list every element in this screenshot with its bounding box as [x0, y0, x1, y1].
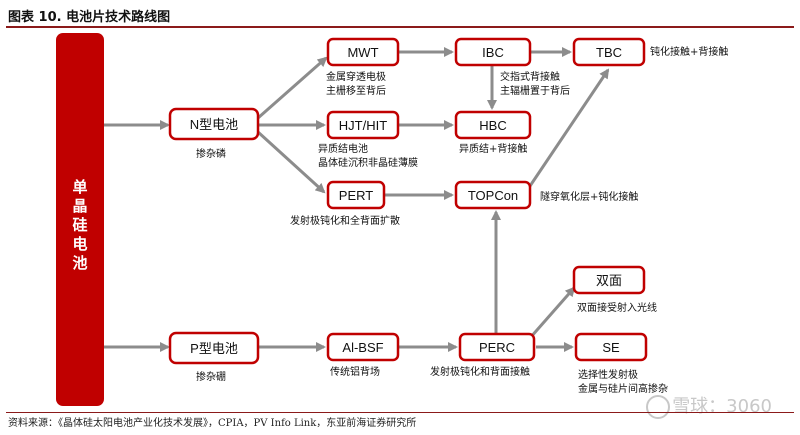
snowball-logo-icon	[646, 395, 671, 419]
caption-se-2: 金属与硅片间高掺杂	[578, 382, 668, 395]
main-label-char: 硅	[72, 216, 87, 234]
footer-rule	[6, 412, 794, 413]
caption-ibc-1: 交指式背接触	[500, 70, 560, 83]
mono-silicon-cell-bar: 单 晶 硅 电 池	[56, 33, 104, 406]
node-se-label: SE	[602, 340, 620, 355]
connector-arrows	[104, 47, 610, 352]
node-hbc-label: HBC	[479, 118, 506, 133]
node-ptype-label: P型电池	[190, 341, 238, 356]
node-albsf-box	[326, 332, 400, 362]
caption-mwt-2: 主栅移至背后	[326, 84, 386, 97]
caption-ntype: 掺杂磷	[196, 147, 226, 160]
main-label-char: 晶	[72, 197, 87, 215]
node-albsf-label: Al-BSF	[342, 340, 383, 355]
node-mwt-label: MWT	[347, 45, 378, 60]
node-bifacial-label: 双面	[596, 273, 622, 288]
node-ibc-label: IBC	[482, 45, 504, 60]
node-perc-label: PERC	[479, 340, 515, 355]
node-hjt-label: HJT/HIT	[339, 118, 387, 133]
arrow-ntype-to-pert	[256, 130, 326, 194]
node-topcon-label: TOPCon	[468, 188, 518, 203]
caption-hjt-2: 晶体硅沉积非晶硅薄膜	[318, 156, 418, 169]
node-ntype-box	[168, 107, 260, 141]
node-bifacial-box	[572, 265, 646, 295]
caption-topcon: 隧穿氧化层+钝化接触	[540, 190, 638, 203]
caption-hjt-1: 异质结电池	[318, 142, 368, 155]
node-ibc-box	[454, 37, 532, 67]
node-hbc-box	[454, 110, 532, 140]
caption-tbc: 钝化接触+背接触	[650, 45, 728, 58]
node-pert-label: PERT	[339, 188, 373, 203]
caption-mwt-1: 金属穿透电极	[326, 70, 386, 83]
title-rule	[6, 26, 794, 28]
caption-pert: 发射极钝化和全背面扩散	[290, 214, 400, 227]
main-label-char: 电	[72, 235, 87, 253]
main-label-char: 池	[72, 254, 87, 272]
caption-ptype: 掺杂硼	[196, 370, 226, 383]
watermark-text: 雪球：3060	[672, 396, 772, 417]
arrow-perc-to-bifacial	[528, 286, 576, 339]
source-note: 资料来源：《晶体硅太阳电池产业化技术发展》，CPIA，PV Info Link，…	[8, 418, 417, 429]
main-label-char: 单	[72, 178, 87, 196]
node-tbc-label: TBC	[596, 45, 622, 60]
node-topcon-box	[454, 180, 532, 210]
caption-perc: 发射极钝化和背面接触	[430, 365, 530, 378]
caption-albsf: 传统铝背场	[330, 365, 380, 378]
node-pert-box	[326, 180, 386, 210]
node-hjt-box	[326, 110, 400, 140]
node-tbc-box	[572, 37, 646, 67]
node-ptype-box	[168, 331, 260, 365]
node-mwt-box	[326, 37, 400, 67]
node-ntype-label: N型电池	[190, 117, 238, 132]
caption-ibc-2: 主辐栅置于背后	[500, 84, 570, 97]
watermark: 雪球：3060	[646, 392, 772, 419]
caption-bifacial: 双面接受射入光线	[577, 301, 657, 314]
arrow-ntype-to-mwt	[257, 56, 328, 120]
node-perc-box	[458, 332, 536, 362]
caption-hbc: 异质结+背接触	[459, 142, 527, 155]
node-se-box	[574, 332, 648, 362]
figure-title: 图表 10. 电池片技术路线图	[8, 10, 171, 25]
arrow-topcon-to-tbc	[528, 68, 610, 187]
caption-se-1: 选择性发射极	[578, 368, 638, 381]
